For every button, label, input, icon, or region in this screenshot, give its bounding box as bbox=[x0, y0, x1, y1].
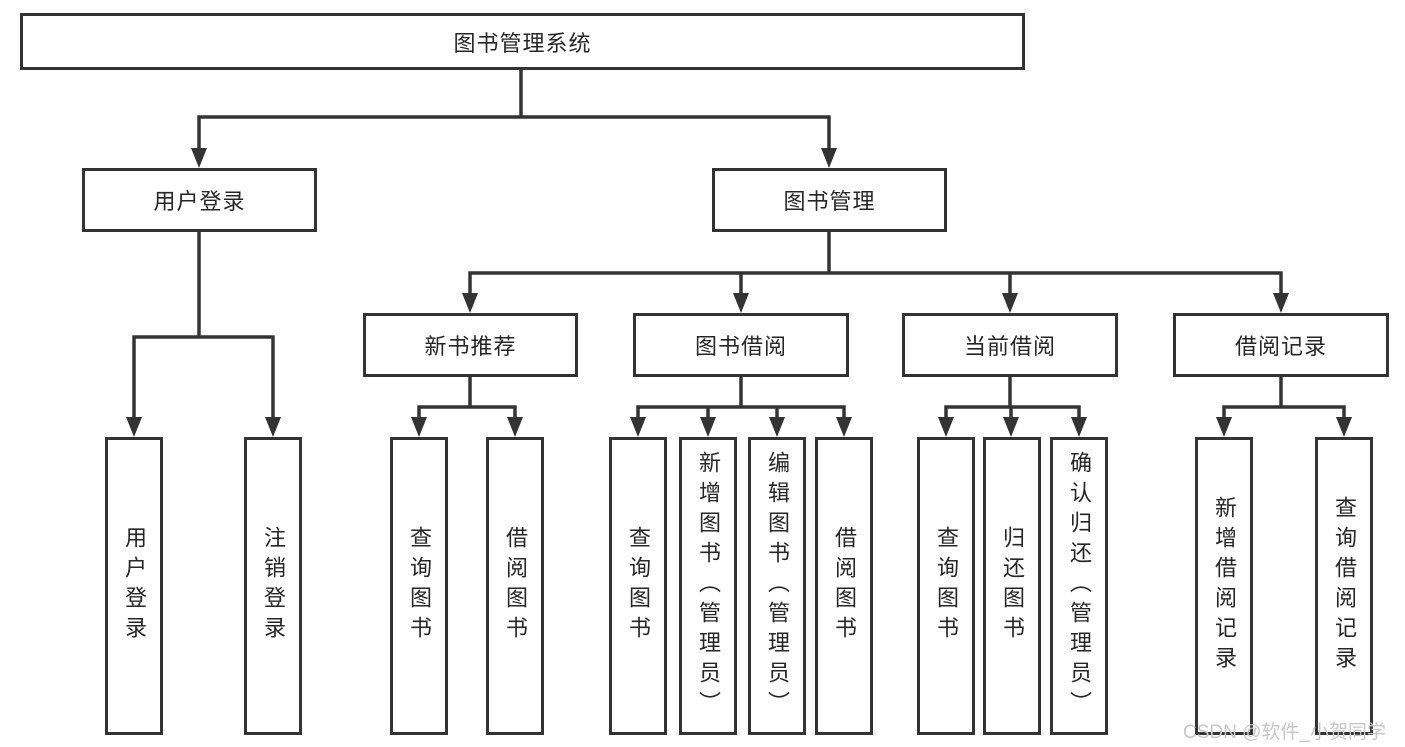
leaf-borrow-books-recommend: 借阅图书 bbox=[486, 437, 544, 735]
arrowhead-icon bbox=[1273, 293, 1289, 313]
arrowheads bbox=[126, 148, 1352, 437]
leaf-return-books: 归还图书 bbox=[983, 437, 1041, 735]
arrowhead-icon bbox=[938, 417, 954, 437]
node-borrowing-records: 借阅记录 bbox=[1173, 313, 1389, 377]
leaf-query-books-current: 查询图书 bbox=[917, 437, 975, 735]
leaf-label: 编辑图书（管理员） bbox=[765, 451, 790, 721]
arrowhead-icon bbox=[821, 148, 837, 168]
arrowhead-icon bbox=[462, 293, 478, 313]
leaf-label: 查询图书 bbox=[407, 526, 432, 646]
arrowhead-icon bbox=[191, 148, 207, 168]
node-new-book-recommendation: 新书推荐 bbox=[363, 313, 578, 377]
connector-level2-rail bbox=[197, 115, 831, 148]
leaf-query-borrow-record: 查询借阅记录 bbox=[1315, 437, 1373, 735]
connector-records-rail bbox=[1222, 405, 1346, 417]
node-root-system: 图书管理系统 bbox=[20, 13, 1025, 70]
connector-userlogin-rail bbox=[132, 335, 275, 417]
node-book-borrowing: 图书借阅 bbox=[633, 313, 849, 377]
leaf-label: 查询图书 bbox=[934, 526, 959, 646]
connector-shafts bbox=[132, 70, 1346, 417]
node-book-management: 图书管理 bbox=[712, 168, 947, 232]
arrowhead-icon bbox=[411, 417, 427, 437]
node-label: 图书借阅 bbox=[694, 334, 787, 359]
arrowhead-icon bbox=[126, 417, 142, 437]
node-label: 图书管理 bbox=[783, 189, 876, 214]
connector-newbook-rail bbox=[417, 405, 517, 417]
leaf-label: 注销登录 bbox=[261, 526, 286, 646]
node-user-login: 用户登录 bbox=[82, 168, 317, 232]
leaf-add-borrow-record: 新增借阅记录 bbox=[1195, 437, 1253, 735]
leaf-label: 新增图书（管理员） bbox=[696, 451, 721, 721]
arrowhead-icon bbox=[1336, 417, 1352, 437]
leaf-query-books-recommend: 查询图书 bbox=[390, 437, 448, 735]
leaf-label: 查询借阅记录 bbox=[1332, 496, 1357, 676]
arrowhead-icon bbox=[1216, 417, 1232, 437]
leaf-label: 借阅图书 bbox=[832, 526, 857, 646]
arrowhead-icon bbox=[733, 293, 749, 313]
connector-borrowing-rail bbox=[636, 405, 846, 417]
leaf-confirm-return-admin: 确认归还（管理员） bbox=[1050, 437, 1108, 735]
leaf-label: 查询图书 bbox=[626, 526, 651, 646]
arrowhead-icon bbox=[700, 417, 716, 437]
arrowhead-icon bbox=[769, 417, 785, 437]
leaf-query-books-borrowing: 查询图书 bbox=[609, 437, 667, 735]
leaf-label: 借阅图书 bbox=[503, 526, 528, 646]
leaf-user-login: 用户登录 bbox=[105, 437, 163, 735]
arrowhead-icon bbox=[265, 417, 281, 437]
node-current-borrowing: 当前借阅 bbox=[902, 313, 1118, 377]
arrowhead-icon bbox=[1002, 293, 1018, 313]
node-label: 新书推荐 bbox=[424, 334, 517, 359]
leaf-borrow-books: 借阅图书 bbox=[815, 437, 873, 735]
arrowhead-icon bbox=[1003, 417, 1019, 437]
node-label: 用户登录 bbox=[153, 189, 246, 214]
node-label: 当前借阅 bbox=[963, 334, 1056, 359]
leaf-add-books-admin: 新增图书（管理员） bbox=[679, 437, 737, 735]
arrowhead-icon bbox=[836, 417, 852, 437]
node-label: 借阅记录 bbox=[1234, 334, 1327, 359]
leaf-logout: 注销登录 bbox=[244, 437, 302, 735]
leaf-label: 归还图书 bbox=[1000, 526, 1025, 646]
arrowhead-icon bbox=[630, 417, 646, 437]
arrowhead-icon bbox=[507, 417, 523, 437]
leaf-label: 确认归还（管理员） bbox=[1067, 451, 1092, 721]
leaf-edit-books-admin: 编辑图书（管理员） bbox=[748, 437, 806, 735]
arrowhead-icon bbox=[1071, 417, 1087, 437]
watermark-text: CSDN @软件_小贺同学 bbox=[1183, 722, 1386, 743]
leaf-label: 用户登录 bbox=[122, 526, 147, 646]
node-label: 图书管理系统 bbox=[453, 30, 592, 56]
connector-level3-rail bbox=[468, 271, 1283, 293]
leaf-label: 新增借阅记录 bbox=[1212, 496, 1237, 676]
